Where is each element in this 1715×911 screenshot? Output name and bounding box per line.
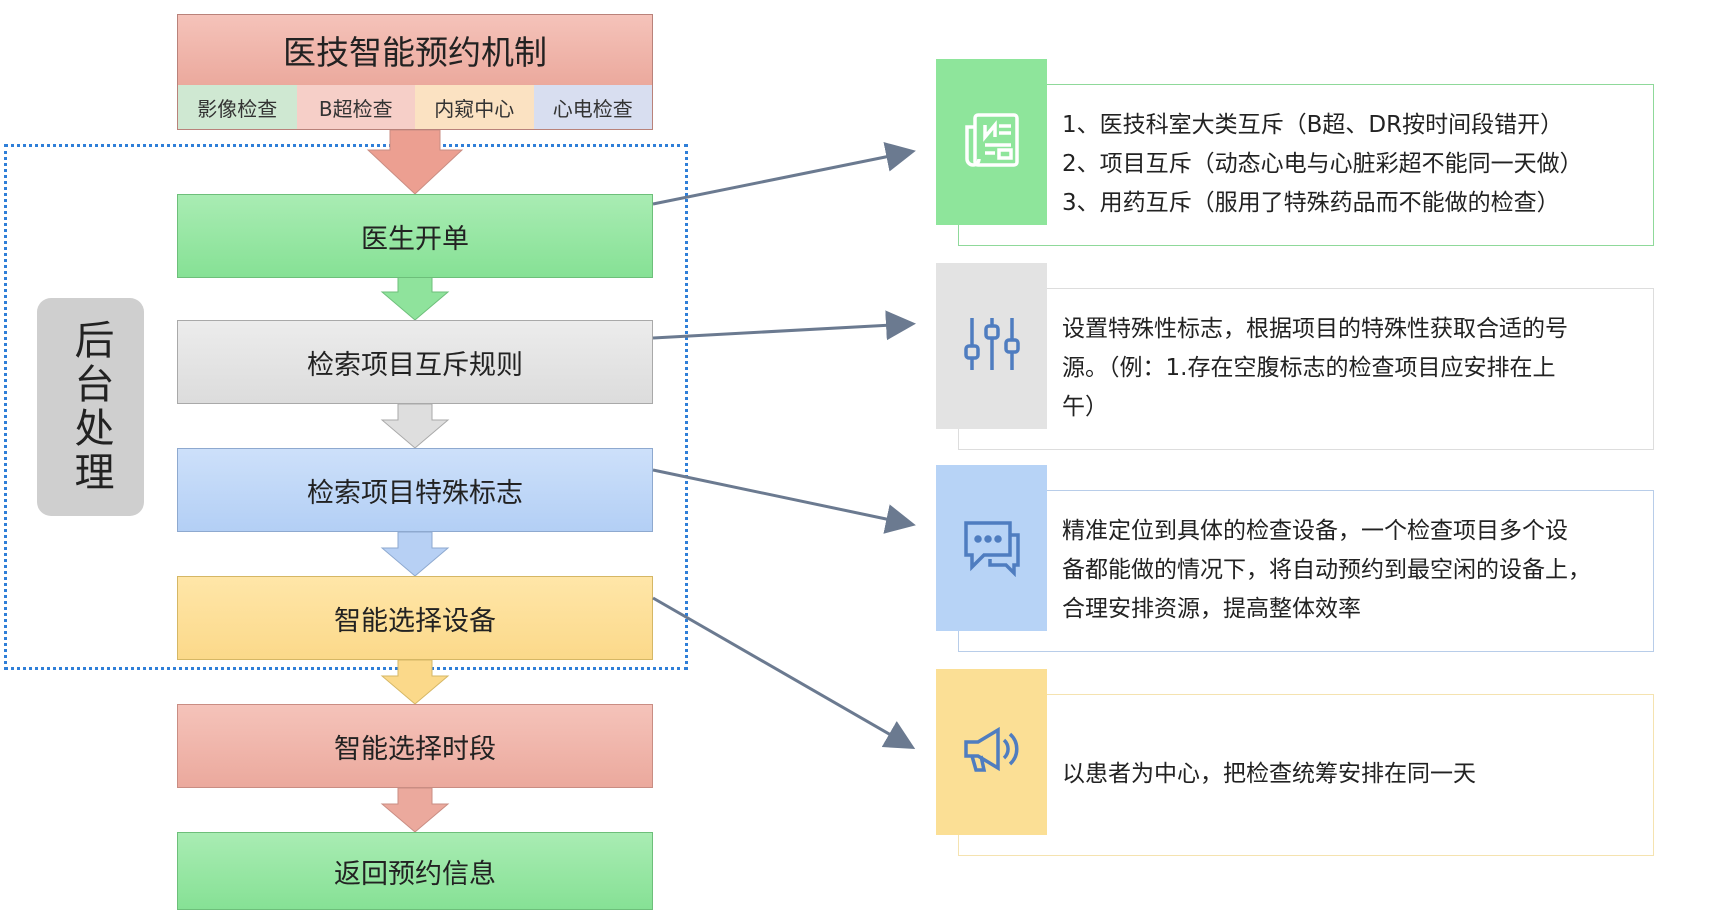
card-text-1: 1、医技科室大类互斥（B超、DR按时间段错开） 2、项目互斥（动态心电与心脏彩超…: [1062, 102, 1652, 226]
backend-label-text: 后台处理: [67, 319, 114, 495]
card-3-line-3: 合理安排资源，提高整体效率: [1062, 595, 1361, 622]
backend-process-region: [4, 144, 688, 670]
header-block: 医技智能预约机制 影像检查 B超检查 内窥中心 心电检查: [177, 14, 653, 130]
card-4-line-1: 以患者为中心，把检查统筹安排在同一天: [1062, 760, 1476, 787]
chat-icon: [960, 515, 1024, 581]
tab-endoscopy: 内窥中心: [415, 85, 534, 129]
step-doctor-order: 医生开单: [177, 194, 653, 278]
card-text-2: 设置特殊性标志，根据项目的特殊性获取合适的号 源。（例：1.存在空腹标志的检查项…: [1062, 306, 1652, 430]
card-1-line-2: 2、项目互斥（动态心电与心脏彩超不能同一天做）: [1062, 150, 1583, 177]
tab-ultrasound: B超检查: [296, 85, 415, 129]
step-select-device: 智能选择设备: [177, 576, 653, 660]
card-frame-1: [958, 84, 1654, 246]
card-frame-2: [958, 288, 1654, 450]
card-3-line-1: 精准定位到具体的检查设备，一个检查项目多个设: [1062, 517, 1568, 544]
sliders-icon: [960, 312, 1024, 380]
connector-step4-to-card4: [652, 596, 916, 749]
megaphone-icon: [960, 722, 1024, 782]
connector-step3-to-card3: [652, 468, 916, 534]
card-icon-box-4: [936, 669, 1047, 835]
newspaper-icon: [961, 109, 1023, 175]
card-3-line-2: 备都能做的情况下，将自动预约到最空闲的设备上，: [1062, 556, 1591, 583]
step-special-flags: 检索项目特殊标志: [177, 448, 653, 532]
card-1-line-3: 3、用药互斥（服用了特殊药品而不能做的检查）: [1062, 189, 1560, 216]
arrow-step5-to-step6: [380, 787, 450, 833]
connector-step1-to-card1: [652, 142, 916, 206]
card-1-line-1: 1、医技科室大类互斥（B超、DR按时间段错开）: [1062, 111, 1564, 138]
card-2-line-2: 源。（例：1.存在空腹标志的检查项目应安排在上: [1062, 354, 1556, 381]
step-return-info: 返回预约信息: [177, 832, 653, 910]
card-2-line-3: 午）: [1062, 393, 1108, 420]
card-icon-box-3: [936, 465, 1047, 631]
tab-ecg: 心电检查: [533, 85, 652, 129]
card-icon-box-1: [936, 59, 1047, 225]
backend-label: 后台处理: [37, 298, 144, 516]
header-title: 医技智能预约机制: [178, 15, 652, 85]
card-frame-4: [958, 694, 1654, 856]
step-exclusion-rules: 检索项目互斥规则: [177, 320, 653, 404]
tab-imaging: 影像检查: [178, 85, 297, 129]
card-text-3: 精准定位到具体的检查设备，一个检查项目多个设 备都能做的情况下，将自动预约到最空…: [1062, 508, 1652, 632]
card-2-line-1: 设置特殊性标志，根据项目的特殊性获取合适的号: [1062, 315, 1568, 342]
connector-step2-to-card2: [652, 310, 916, 341]
card-frame-3: [958, 490, 1654, 652]
card-text-4: 以患者为中心，把检查统筹安排在同一天: [1062, 712, 1652, 836]
card-icon-box-2: [936, 263, 1047, 429]
step-select-timeslot: 智能选择时段: [177, 704, 653, 788]
